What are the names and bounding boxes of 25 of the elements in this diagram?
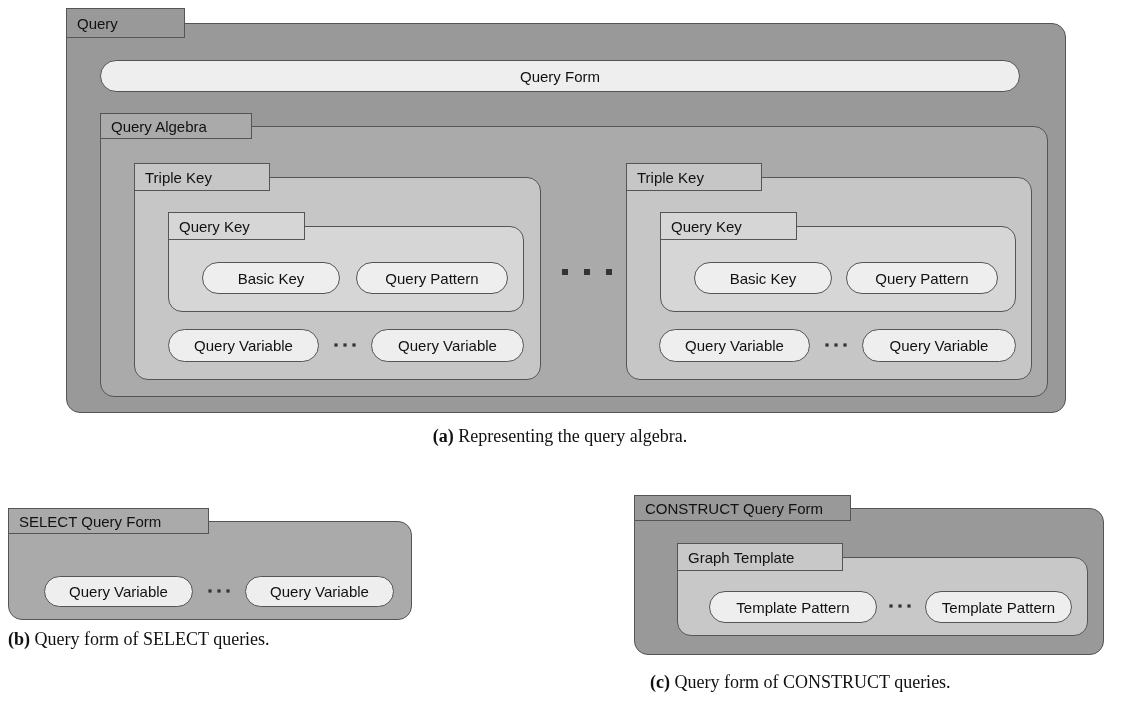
pill-label: Basic Key (694, 262, 832, 294)
pill-label: Query Pattern (356, 262, 508, 294)
pill-label: Query Pattern (846, 262, 998, 294)
panel-tab: CONSTRUCT Query Form (634, 495, 851, 521)
pill-label: Query Variable (168, 329, 319, 362)
pill-label: Template Pattern (925, 591, 1072, 623)
figure-caption: (b) Query form of SELECT queries. (8, 629, 270, 650)
pill-label: Query Variable (862, 329, 1016, 362)
panel-tab: Graph Template (677, 543, 843, 571)
figure-caption: (a) Representing the query algebra. (432, 426, 688, 447)
panel-tab: Query Key (660, 212, 797, 240)
panel-tab: Triple Key (626, 163, 762, 191)
pill-label: Query Variable (245, 576, 394, 607)
panel-tab: Query Key (168, 212, 305, 240)
pill-label: Query Variable (371, 329, 524, 362)
pill-label: Basic Key (202, 262, 340, 294)
panel-tab: Triple Key (134, 163, 270, 191)
pill-label: Query Form (100, 60, 1020, 92)
figure-caption: (c) Query form of CONSTRUCT queries. (650, 672, 951, 693)
pill-label: Template Pattern (709, 591, 877, 623)
panel-tab: Query Algebra (100, 113, 252, 139)
pill-label: Query Variable (659, 329, 810, 362)
pill-label: Query Variable (44, 576, 193, 607)
panel-tab: Query (66, 8, 185, 38)
panel-tab: SELECT Query Form (8, 508, 209, 534)
